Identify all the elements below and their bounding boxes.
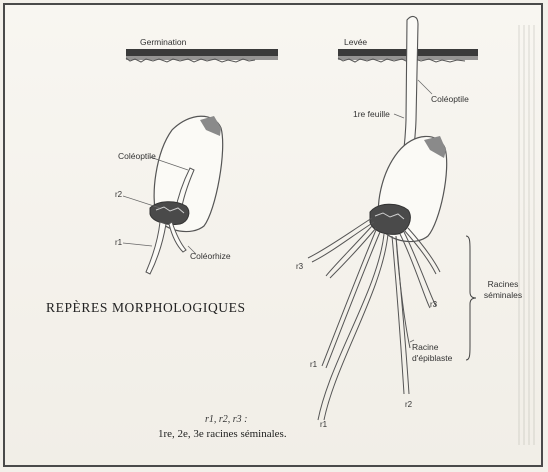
label-r3-right: r3 [296, 262, 303, 271]
embryo-left [150, 202, 189, 225]
label-r2-left: r2 [115, 190, 122, 199]
label-premiere-feuille: 1re feuille [353, 109, 390, 119]
label-r1-right-b: r1 [320, 420, 327, 429]
label-coleoptile-left: Coléoptile [118, 151, 156, 161]
radicle-left [146, 222, 166, 274]
label-r2-right: r2 [405, 400, 412, 409]
label-germination: Germination [140, 37, 186, 47]
soil-strip-left [126, 49, 278, 62]
caption-symbols: r1, r2, r3 : [205, 414, 248, 425]
roots-right [308, 218, 440, 420]
label-r1-left: r1 [115, 238, 122, 247]
caption-text: 1re, 2e, 3e racines séminales. [158, 428, 287, 440]
label-coleorhize: Coléorhize [190, 251, 231, 261]
label-racine-epiblaste: Racine d'épiblaste [412, 342, 472, 364]
label-coleoptile-right: Coléoptile [431, 94, 469, 104]
label-levee: Levée [344, 37, 367, 47]
figure-title: REPÈRES MORPHOLOGIQUES [46, 300, 246, 316]
label-r1-right: r1 [310, 360, 317, 369]
label-r3-right-b: r3 [430, 300, 437, 309]
label-racines-seminales: Racines séminales [478, 279, 528, 301]
